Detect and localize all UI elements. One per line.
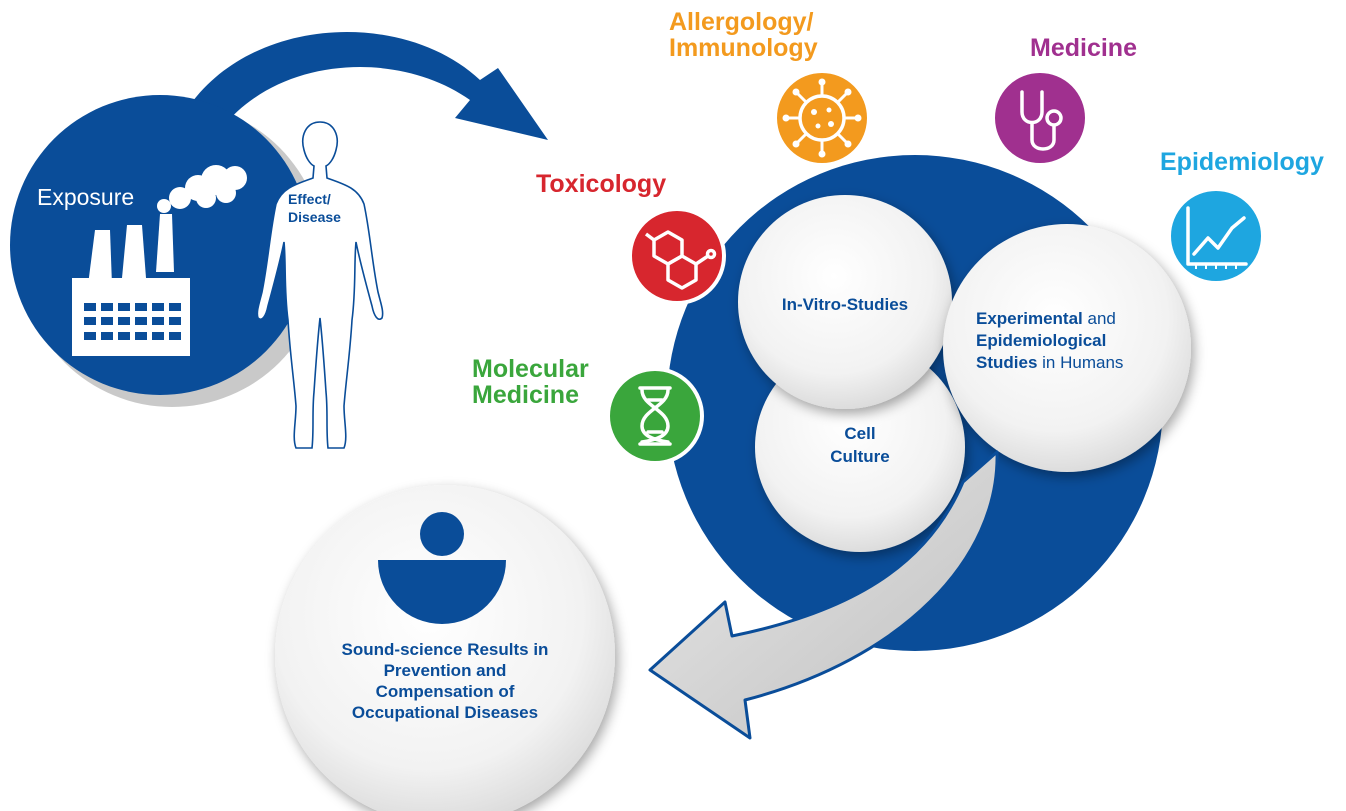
cell-culture-label-line1: Cell xyxy=(844,424,876,443)
epidemiology-label: Epidemiology xyxy=(1160,148,1324,176)
ifa-logo-icon xyxy=(378,512,506,624)
molecular-label-line1: Molecular xyxy=(472,355,589,383)
humans-label-w1: Experimental xyxy=(976,309,1083,328)
in-vitro-disc xyxy=(738,195,952,409)
effect-label-line2: Disease xyxy=(288,209,341,225)
result-line2: Prevention and xyxy=(383,661,507,680)
flow-arrow-top xyxy=(190,31,548,140)
result-line1: Sound-science Results in xyxy=(341,640,549,659)
exposure-label: Exposure xyxy=(37,184,135,210)
effect-label-line1: Effect/ xyxy=(288,191,331,207)
molecular-label-line2: Medicine xyxy=(472,381,579,409)
allergology-label-line2: Immunology xyxy=(669,34,818,62)
humans-label-w5: in Humans xyxy=(1042,353,1124,373)
toxicology-label: Toxicology xyxy=(536,170,667,198)
result-line4: Occupational Diseases xyxy=(351,703,539,722)
humans-label-w3: Epidemiological xyxy=(976,331,1107,351)
cell-culture-label-line2: Culture xyxy=(830,447,890,466)
humans-label-w4: Studies xyxy=(976,353,1038,373)
allergology-label-line1: Allergology/ xyxy=(669,8,814,36)
human-body-icon xyxy=(256,121,384,449)
trend-chart-icon xyxy=(1167,187,1265,285)
result-disc xyxy=(275,485,615,811)
molecule-icon xyxy=(628,207,726,305)
medicine-label: Medicine xyxy=(1030,34,1137,62)
humans-label: Experimental and Epidemiological Studies… xyxy=(976,308,1123,374)
virus-icon xyxy=(773,69,871,167)
stethoscope-icon xyxy=(991,69,1089,167)
flow-arrow-bottom xyxy=(648,450,999,740)
humans-label-w2: and xyxy=(1087,309,1116,328)
smoke-cloud-icon xyxy=(157,165,247,213)
factory-icon xyxy=(72,214,190,356)
result-line3: Compensation of xyxy=(375,682,515,701)
in-vitro-label: In-Vitro-Studies xyxy=(781,295,909,314)
humans-disc xyxy=(943,224,1191,472)
dna-icon xyxy=(606,367,704,465)
